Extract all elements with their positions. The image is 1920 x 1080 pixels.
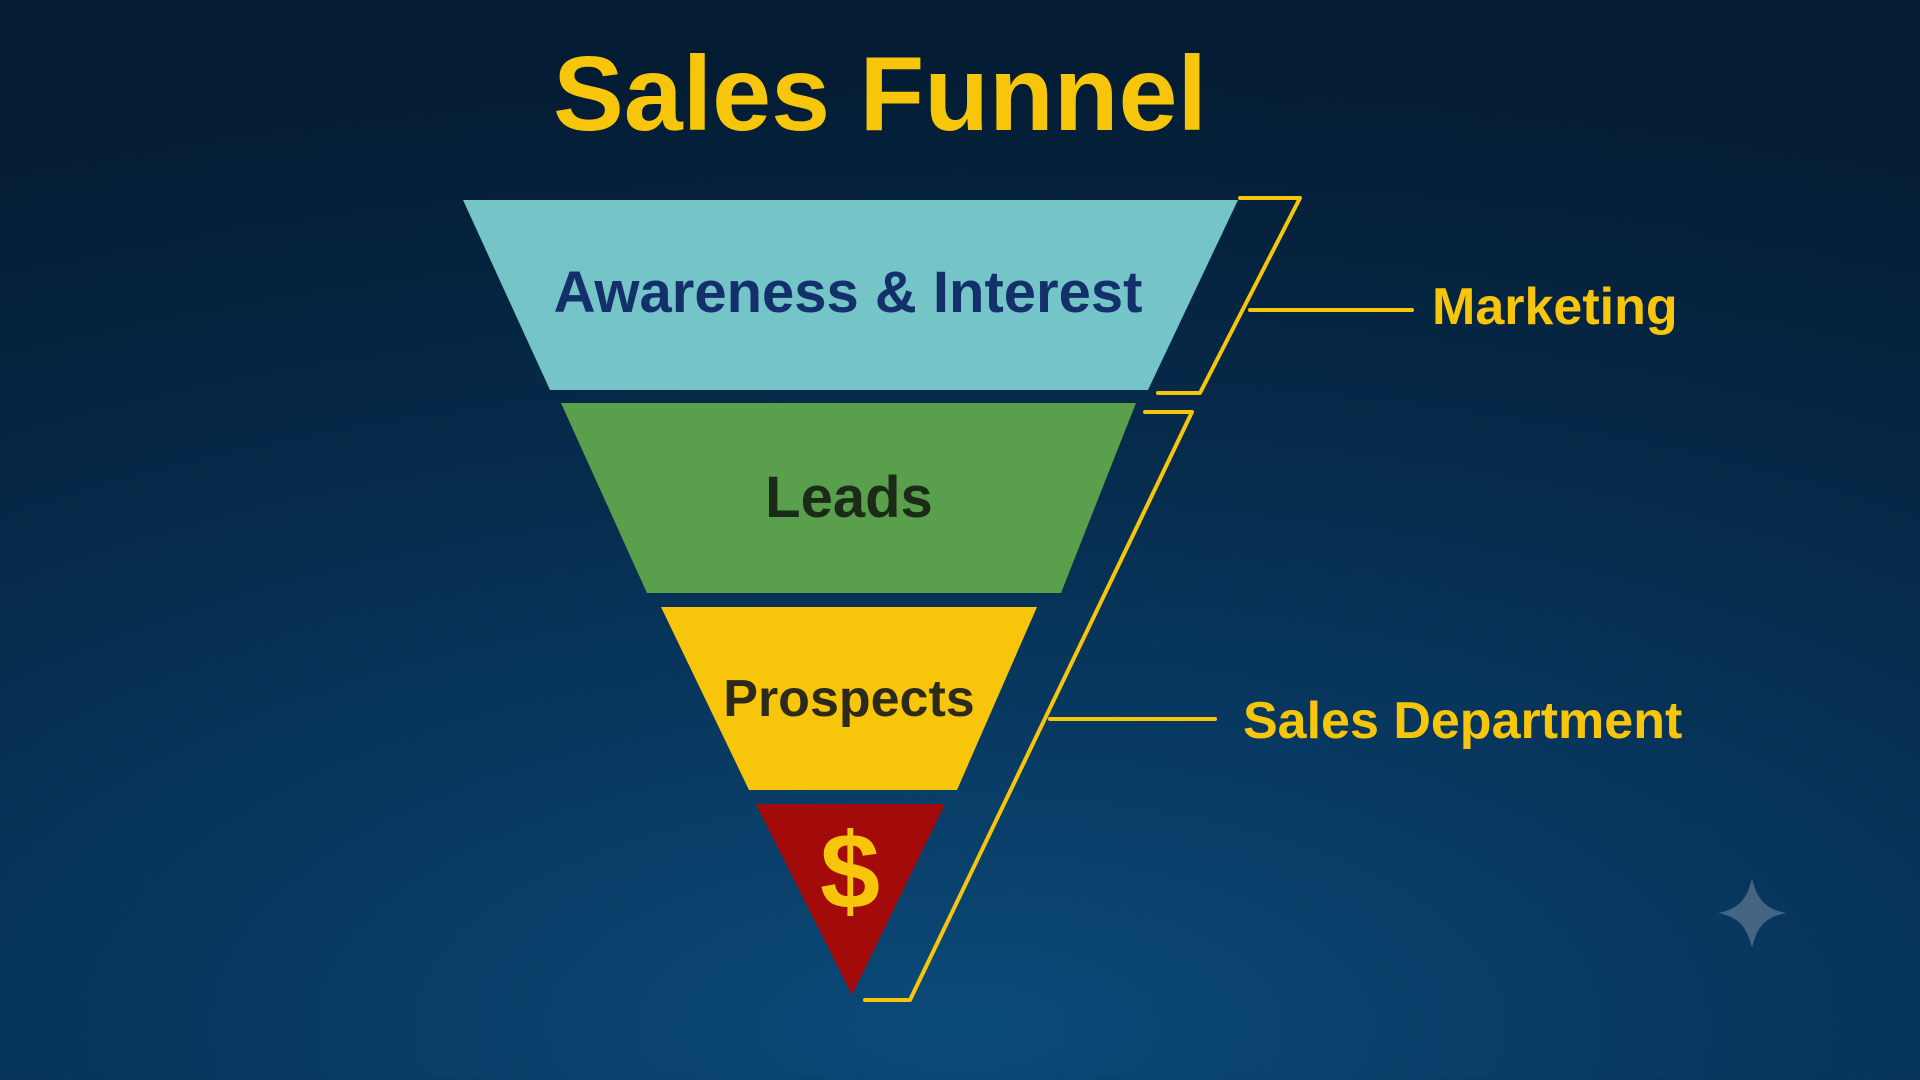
funnel-stage-prospects-shape (661, 607, 1037, 790)
dollar-sign-icon: $ (820, 810, 880, 931)
marketing-bracket (1156, 196, 1414, 395)
funnel-stage-prospects: Prospects (661, 607, 1037, 790)
funnel-stage-awareness-label: Awareness & Interest (554, 260, 1143, 325)
funnel-stage-prospects-label: Prospects (723, 670, 974, 728)
sales-department-bracket-line (863, 410, 1194, 1002)
funnel-stage-leads-shape (561, 403, 1136, 593)
page-title: Sales Funnel (553, 35, 1207, 153)
marketing-bracket-line (1156, 196, 1302, 395)
funnel-stage-leads: Leads (561, 403, 1136, 593)
sales-department-label: Sales Department (1243, 692, 1682, 750)
funnel-stage-revenue: $ (756, 804, 945, 995)
funnel-stage-leads-label: Leads (765, 465, 933, 530)
funnel: Awareness & Interest Leads Prospects $ (463, 200, 1238, 995)
sales-department-bracket (863, 410, 1217, 1002)
sparkle-icon (1718, 878, 1786, 948)
marketing-label: Marketing (1432, 278, 1678, 336)
funnel-stage-revenue-shape (756, 804, 945, 995)
funnel-stage-awareness: Awareness & Interest (463, 200, 1238, 390)
funnel-stage-awareness-shape (463, 200, 1238, 390)
